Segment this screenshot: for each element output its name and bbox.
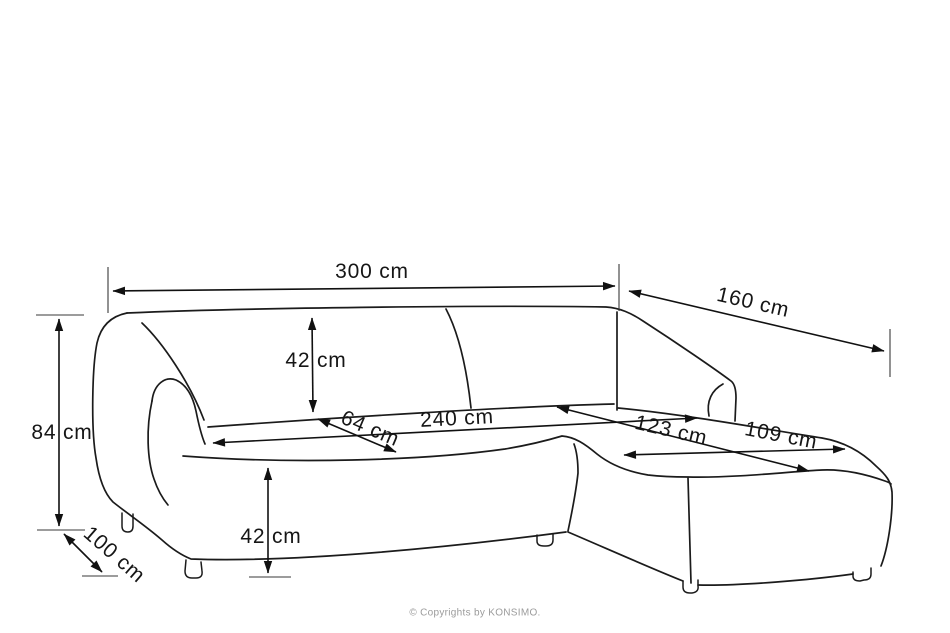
extension-ticks <box>36 264 891 578</box>
dimension-label-overall-height: 84 cm <box>31 421 93 444</box>
foot-front-left <box>184 559 203 579</box>
corner-vertical-edge <box>567 443 579 532</box>
dimension-label-backrest-height: 42 cm <box>285 349 347 372</box>
left-arm-front-curve <box>147 400 169 506</box>
chaise-left-bottom-edge <box>567 531 684 582</box>
dimension-label-seat-length: 240 cm <box>419 405 495 432</box>
back-cushion-left-seam <box>141 322 205 421</box>
left-arm-roll <box>151 378 206 445</box>
left-arm-and-bottom-edge <box>91 312 567 561</box>
dimension-label-seat-height: 42 cm <box>240 525 302 548</box>
foot-chaise-left <box>682 579 699 594</box>
dimension-arrow-sofa-depth <box>63 533 103 573</box>
dimension-arrow-seat-depth <box>317 418 397 453</box>
dimension-arrow-backrest-height <box>307 317 318 413</box>
dimension-arrow-chaise-seat-length <box>556 405 810 473</box>
chaise-front-left-seam <box>687 477 692 584</box>
foot-back-left <box>121 512 134 533</box>
seat-front-seam <box>182 435 892 485</box>
foot-chaise-right <box>852 567 872 582</box>
seat-back-edge <box>207 403 615 428</box>
copyright-notice: © Copyrights by KONSIMO. <box>409 607 541 619</box>
back-cushion-middle-seam <box>445 308 472 409</box>
dimension-lines <box>36 264 891 578</box>
sofa-outline <box>91 305 893 594</box>
chaise-front-bottom-edge <box>697 573 854 586</box>
dimension-arrow-overall-width <box>112 281 616 296</box>
dimension-arrow-chaise-width <box>623 445 846 459</box>
dimension-arrow-chaise-overall-depth <box>628 289 885 353</box>
dimension-label-overall-width: 300 cm <box>335 260 409 283</box>
foot-corner <box>536 533 554 547</box>
backrest-endcap-seam <box>707 383 724 417</box>
backrest-top-edge <box>126 305 737 422</box>
